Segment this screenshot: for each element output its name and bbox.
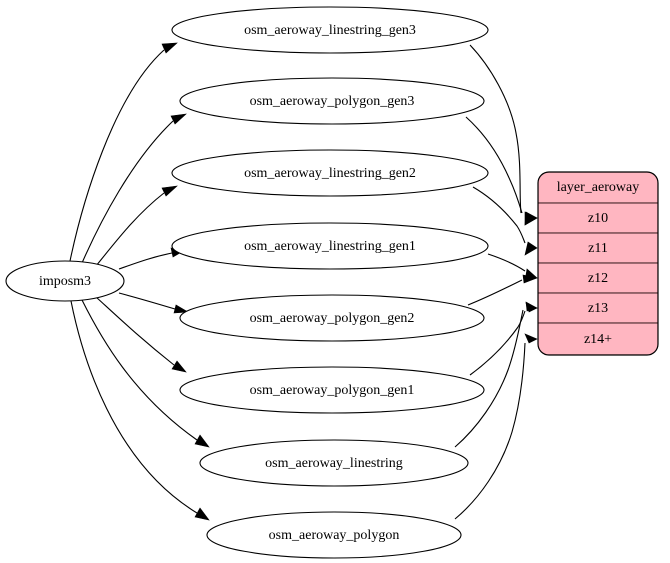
edge-linestring-to-z13 [454, 301, 538, 448]
node-osm-aeroway-polygon-gen1-label: osm_aeroway_polygon_gen1 [250, 383, 415, 398]
layer-aeroway-z14plus-label: z14+ [584, 332, 612, 347]
node-osm-aeroway-polygon-label: osm_aeroway_polygon [269, 528, 400, 543]
layer-aeroway-row-z13[interactable] [538, 292, 658, 324]
layer-aeroway-header-label: layer_aeroway [557, 180, 639, 195]
edge-linestring-gen2-to-z11 [472, 186, 538, 256]
node-osm-aeroway-polygon-gen3-label: osm_aeroway_polygon_gen3 [250, 94, 415, 109]
edge-imposm3-to-linestring-gen3 [69, 42, 178, 262]
node-osm-aeroway-linestring-gen3-shape[interactable] [171, 6, 489, 54]
node-osm-aeroway-linestring-gen1[interactable]: osm_aeroway_linestring_gen1 [171, 222, 489, 270]
node-osm-aeroway-polygon-gen1-shape[interactable] [179, 366, 485, 414]
node-osm-aeroway-linestring-gen3-label: osm_aeroway_linestring_gen3 [244, 23, 416, 38]
node-osm-aeroway-linestring-gen3[interactable]: osm_aeroway_linestring_gen3 [171, 6, 489, 54]
edge-linestring-gen3-to-z10 [469, 44, 538, 226]
node-osm-aeroway-linestring-gen2[interactable]: osm_aeroway_linestring_gen2 [171, 149, 489, 197]
node-osm-aeroway-linestring-gen2-label: osm_aeroway_linestring_gen2 [244, 166, 416, 181]
layer-aeroway-header-cell[interactable] [538, 172, 658, 204]
edge-imposm3-to-polygon-gen2 [118, 292, 189, 314]
layer-aeroway-outline [537, 171, 659, 356]
node-imposm3-shape[interactable] [5, 260, 125, 302]
node-osm-aeroway-polygon-gen3-shape[interactable] [179, 77, 485, 125]
layer-aeroway-z13-label: z13 [588, 301, 608, 316]
node-osm-aeroway-linestring-label: osm_aeroway_linestring [265, 456, 403, 471]
edge-imposm3-to-linestring-gen2 [95, 185, 178, 267]
node-osm-aeroway-polygon-shape[interactable] [206, 511, 462, 559]
layer-aeroway-row-z14plus[interactable] [538, 322, 658, 355]
node-osm-aeroway-polygon-gen2-shape[interactable] [179, 294, 485, 342]
node-osm-aeroway-linestring-gen1-label: osm_aeroway_linestring_gen1 [244, 239, 416, 254]
layer-aeroway-z11-label: z11 [588, 241, 608, 256]
edge-imposm3-to-polygon-gen3 [81, 113, 187, 264]
layer-aeroway-z10-label: z10 [588, 211, 608, 226]
node-osm-aeroway-polygon-gen2-label: osm_aeroway_polygon_gen2 [250, 311, 415, 326]
node-osm-aeroway-linestring-gen1-shape[interactable] [171, 222, 489, 270]
node-osm-aeroway-polygon-gen2[interactable]: osm_aeroway_polygon_gen2 [179, 294, 485, 342]
edge-imposm3-to-linestring [81, 299, 210, 448]
node-imposm3[interactable]: imposm3 [5, 260, 125, 302]
edges-tables-to-layer [454, 44, 539, 520]
layer-aeroway-row-z11[interactable] [538, 232, 658, 264]
layer-aeroway-row-z10[interactable] [538, 202, 658, 234]
node-osm-aeroway-polygon-gen3[interactable]: osm_aeroway_polygon_gen3 [179, 77, 485, 125]
node-osm-aeroway-linestring-gen2-shape[interactable] [171, 149, 489, 197]
node-imposm3-label: imposm3 [39, 274, 91, 289]
node-osm-aeroway-linestring-shape[interactable] [199, 439, 469, 487]
edge-imposm3-to-polygon [70, 300, 210, 521]
node-osm-aeroway-polygon[interactable]: osm_aeroway_polygon [206, 511, 462, 559]
node-osm-aeroway-linestring[interactable]: osm_aeroway_linestring [199, 439, 469, 487]
node-layer-aeroway[interactable]: layer_aeroway z10 z11 z12 z13 z14+ [537, 171, 659, 356]
layer-aeroway-z12-label: z12 [588, 271, 608, 286]
edge-polygon-to-z14 [454, 333, 538, 520]
node-osm-aeroway-polygon-gen1[interactable]: osm_aeroway_polygon_gen1 [179, 366, 485, 414]
edge-imposm3-to-polygon-gen1 [95, 296, 187, 373]
edge-polygon-gen2-to-z12 [467, 274, 539, 306]
edge-polygon-gen3-to-z10 [465, 116, 538, 226]
